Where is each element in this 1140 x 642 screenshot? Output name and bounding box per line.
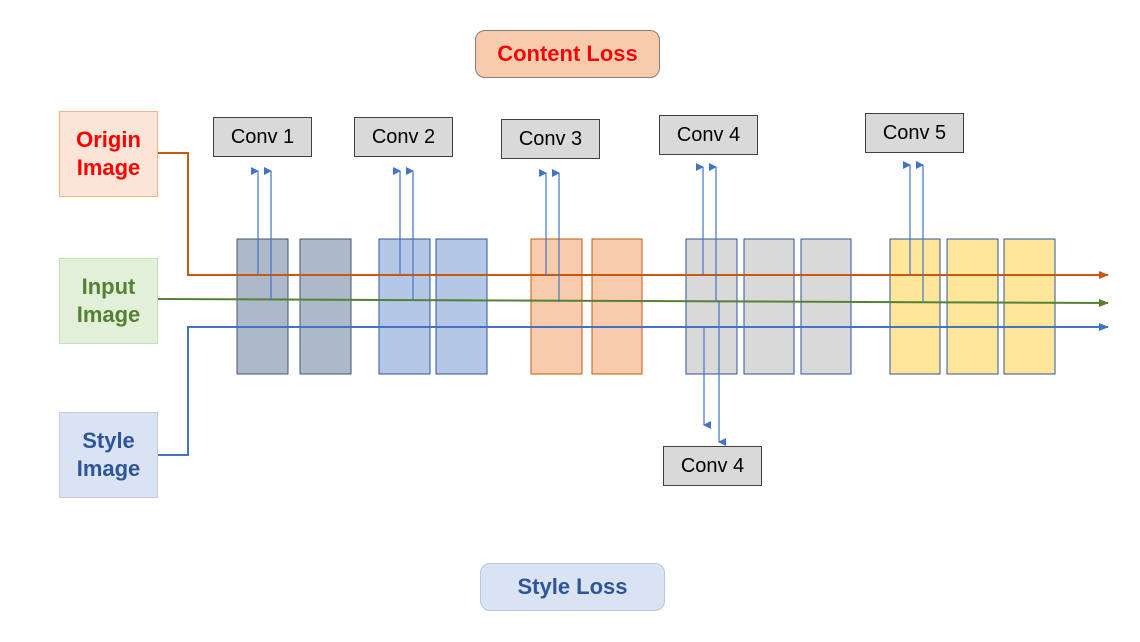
origin-image-box: Origin Image xyxy=(59,111,158,197)
origin-line xyxy=(158,152,1109,279)
style-loss-box: Style Loss xyxy=(480,563,665,611)
content-loss-box: Content Loss xyxy=(475,30,660,78)
conv1-label: Conv 1 xyxy=(213,117,312,157)
style-image-box: Style Image xyxy=(59,412,158,498)
layer-block-3b xyxy=(591,238,643,375)
layer-block-4a xyxy=(685,238,738,375)
layer-block-1a xyxy=(236,238,289,375)
conv4-top-label: Conv 4 xyxy=(659,115,758,155)
conv2-label: Conv 2 xyxy=(354,117,453,157)
layer-block-3a xyxy=(530,238,583,375)
feature-arrows xyxy=(251,161,924,446)
conv3-label: Conv 3 xyxy=(501,119,600,159)
style-line xyxy=(158,323,1109,456)
input-line xyxy=(157,298,1109,307)
layer-block-4b xyxy=(743,238,795,375)
layer-block-2b xyxy=(435,238,488,375)
conv5-label: Conv 5 xyxy=(865,113,964,153)
layer-block-5b xyxy=(946,238,999,375)
layer-block-4c xyxy=(800,238,852,375)
layer-block-5c xyxy=(1003,238,1056,375)
conv-blocks xyxy=(236,238,1056,375)
conv4-bottom-label: Conv 4 xyxy=(663,446,762,486)
input-image-box: Input Image xyxy=(59,258,158,344)
layer-block-2a xyxy=(378,238,431,375)
layer-block-5a xyxy=(889,238,941,375)
layer-block-1b xyxy=(299,238,352,375)
